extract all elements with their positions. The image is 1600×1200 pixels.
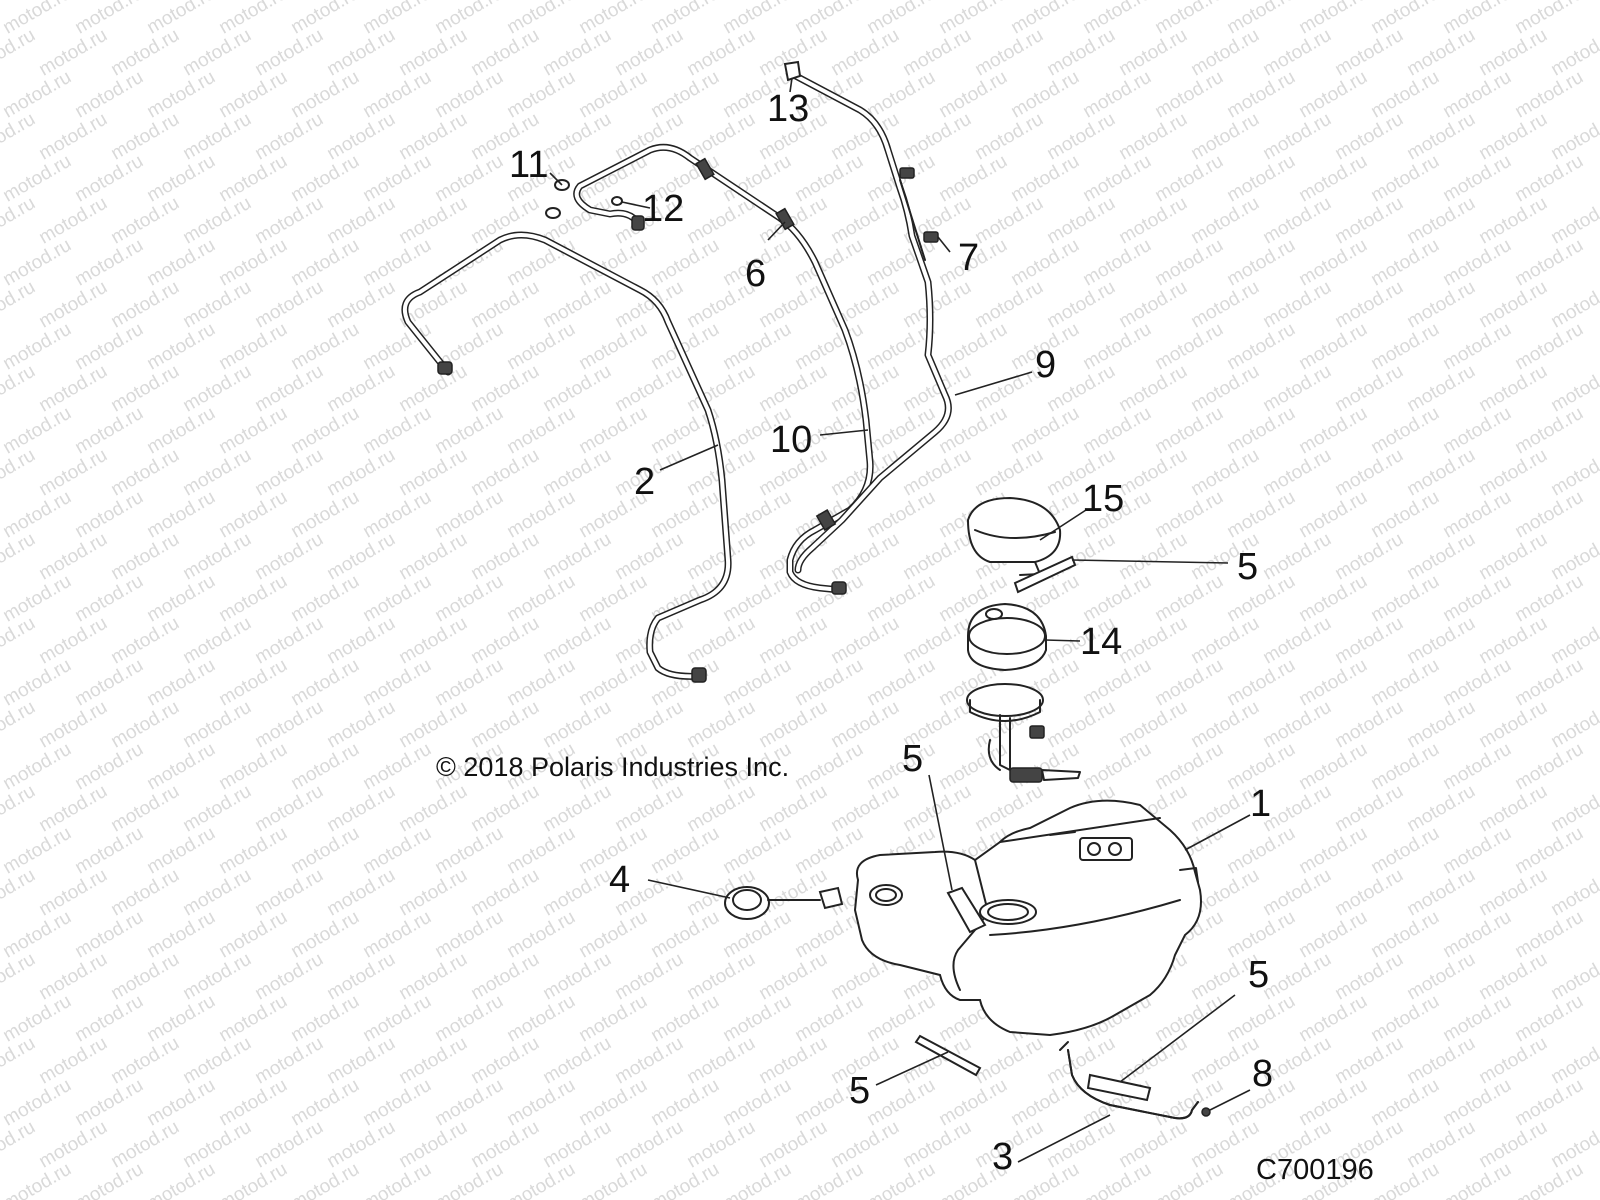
part-1-fuel-tank xyxy=(853,799,1202,1037)
callout-12: 12 xyxy=(642,188,685,230)
callout-6: 6 xyxy=(745,253,767,295)
part-10-fuel-line xyxy=(573,143,874,595)
part-9-vent-line xyxy=(788,70,952,574)
callout-1: 1 xyxy=(1250,783,1272,825)
callout-5a: 5 xyxy=(902,738,924,780)
part-14-lock-ring xyxy=(967,602,1047,672)
part-12-clip xyxy=(611,196,623,206)
callout-2: 2 xyxy=(634,461,656,503)
leader-lines xyxy=(549,77,1251,1163)
fuel-pump-module xyxy=(966,683,1081,783)
callout-3: 3 xyxy=(992,1136,1014,1178)
callout-8: 8 xyxy=(1252,1053,1274,1095)
callout-5b: 5 xyxy=(1237,546,1259,588)
drawing-code: C700196 xyxy=(1256,1154,1374,1186)
part-6-clamps xyxy=(695,157,837,531)
part-2-fuel-line xyxy=(401,231,732,683)
callout-11: 11 xyxy=(509,144,549,186)
callout-7: 7 xyxy=(958,237,980,279)
callout-9: 9 xyxy=(1035,344,1057,386)
callout-10: 10 xyxy=(770,419,813,461)
part-15-pump-cover xyxy=(966,496,1062,576)
copyright-notice: © 2018 Polaris Industries Inc. xyxy=(436,752,790,782)
part-4-fuel-cap xyxy=(724,886,844,920)
part-13-fitting xyxy=(783,60,802,82)
part-11-clip xyxy=(545,179,570,219)
callout-14: 14 xyxy=(1080,621,1123,663)
callout-13: 13 xyxy=(767,88,810,130)
part-5-pads xyxy=(914,555,1152,1102)
part-3-strap xyxy=(1059,1041,1199,1120)
callout-5c: 5 xyxy=(1248,954,1270,996)
part-8-bolt xyxy=(1201,1107,1211,1117)
callout-5d: 5 xyxy=(849,1070,871,1112)
callout-15: 15 xyxy=(1082,478,1125,520)
callout-4: 4 xyxy=(609,859,631,901)
